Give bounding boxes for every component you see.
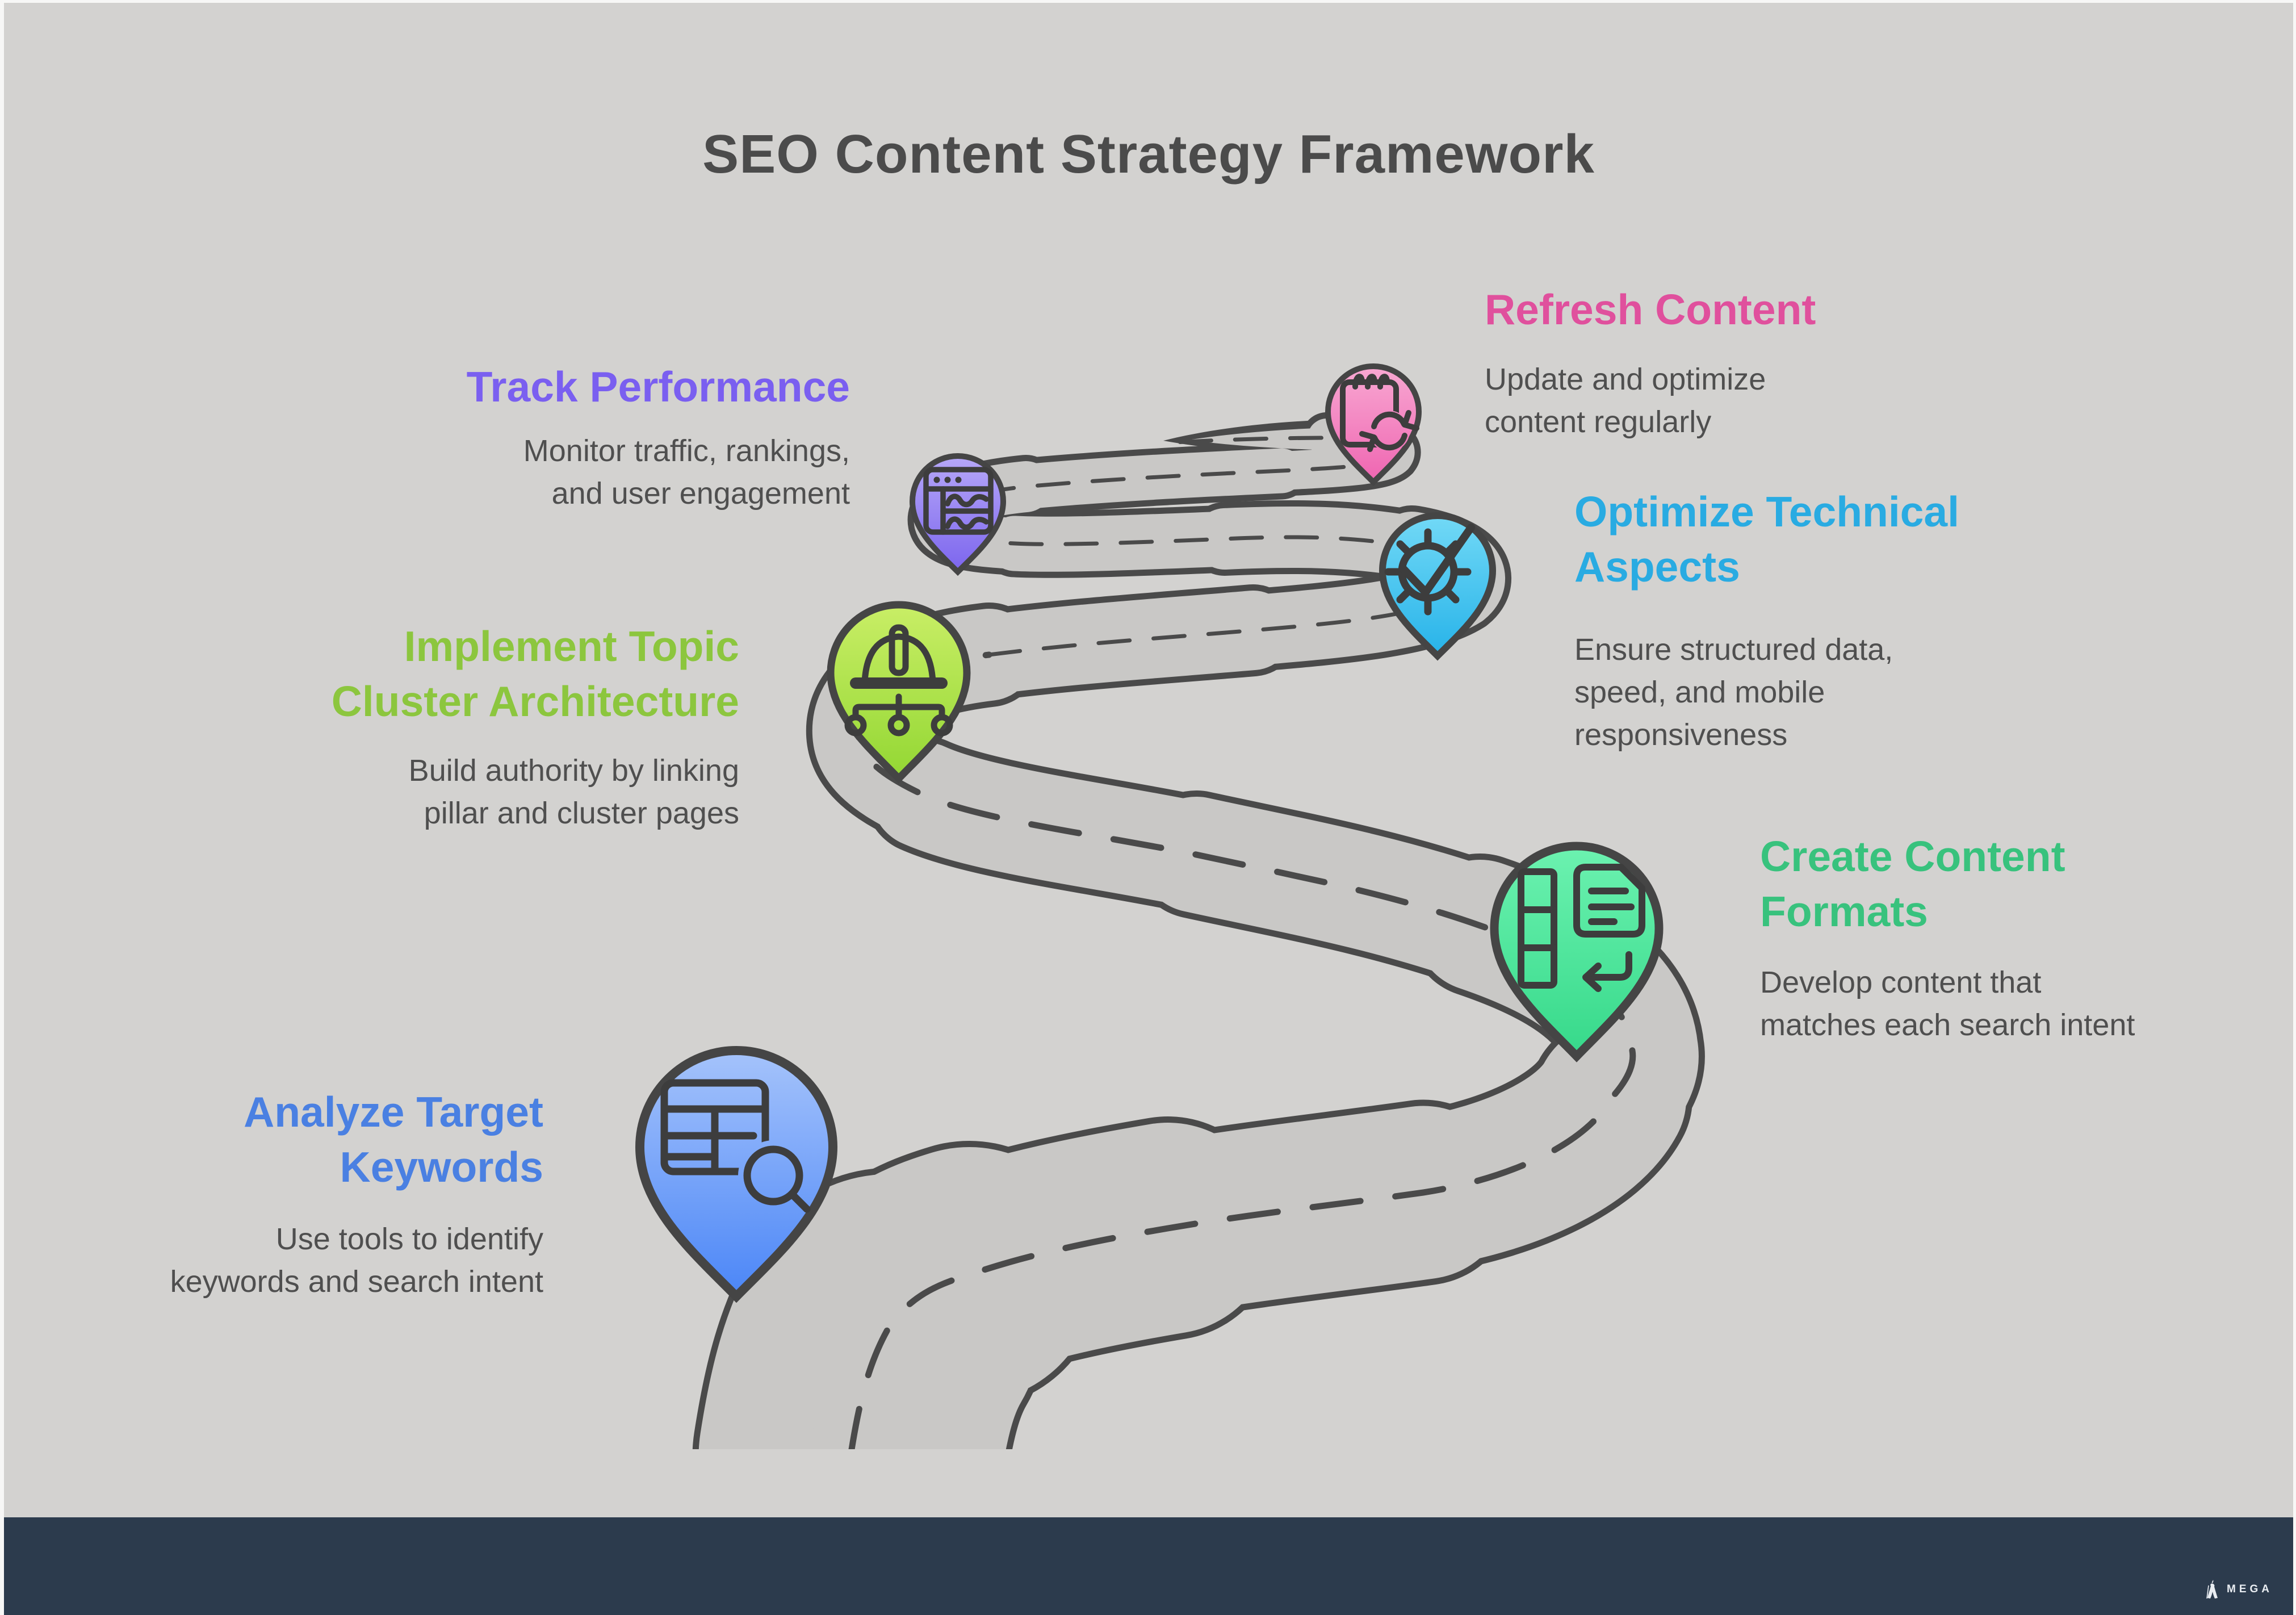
step-desc-track-performance: Monitor traffic, rankings, and user enga…	[367, 430, 850, 515]
pin-create-content-formats	[1490, 842, 1664, 1062]
step-title-analyze-target-keywords: Analyze Target Keywords	[89, 1085, 543, 1195]
desc-line: Develop content that	[1760, 965, 2042, 999]
step-desc-optimize-technical-aspects: Ensure structured data, speed, and mobil…	[1574, 629, 2029, 756]
road-map-graphic	[635, 363, 1705, 1615]
pin-refresh-content	[1325, 363, 1422, 487]
wizard-icon	[2206, 1580, 2218, 1599]
gear-check-icon	[1384, 524, 1475, 616]
pin-implement-topic-cluster	[827, 601, 971, 784]
desc-line: Build authority by linking	[408, 754, 739, 788]
pin-optimize-technical-aspects	[1379, 512, 1497, 661]
desc-line: matches each search intent	[1760, 1008, 2135, 1042]
step-desc-refresh-content: Update and optimize content regularly	[1485, 358, 1939, 444]
pin-analyze-target-keywords	[635, 1046, 838, 1303]
footer-bar: MEGA	[4, 1517, 2293, 1615]
document-column-return-icon	[1518, 864, 1645, 992]
road-base-cut	[651, 1449, 1151, 1518]
title-line: Aspects	[1574, 543, 1740, 591]
pin-track-performance	[909, 453, 1007, 576]
brand-name: MEGA	[2227, 1583, 2273, 1595]
title-line: Refresh Content	[1485, 286, 1816, 333]
step-title-implement-topic-cluster: Implement Topic Cluster Architecture	[254, 619, 739, 729]
title-line: Keywords	[340, 1143, 543, 1191]
page-title: SEO Content Strategy Framework	[702, 124, 1595, 185]
desc-line: Monitor traffic, rankings,	[523, 434, 850, 468]
title-line: Create Content	[1760, 832, 2065, 880]
title-line: Track Performance	[466, 363, 850, 411]
desc-line: content regularly	[1485, 405, 1712, 439]
desc-line: Use tools to identify	[275, 1222, 543, 1256]
step-title-create-content-formats: Create Content Formats	[1760, 829, 2271, 939]
desc-line: Ensure structured data,	[1574, 633, 1893, 667]
title-line: Implement Topic	[404, 622, 739, 670]
desc-line: speed, and mobile	[1574, 675, 1825, 709]
step-desc-create-content-formats: Develop content that matches each search…	[1760, 961, 2271, 1047]
step-title-refresh-content: Refresh Content	[1485, 282, 1939, 337]
step-title-optimize-technical-aspects: Optimize Technical Aspects	[1574, 484, 2029, 595]
title-line: Cluster Architecture	[331, 677, 739, 725]
infographic-canvas: SEO Content Strategy Framework Analyze T…	[4, 3, 2293, 1615]
desc-line: and user engagement	[551, 476, 850, 511]
desc-line: responsiveness	[1574, 718, 1788, 752]
hardhat-hierarchy-icon	[844, 624, 953, 737]
title-line: Optimize Technical	[1574, 488, 1959, 535]
step-desc-implement-topic-cluster: Build authority by linking pillar and cl…	[254, 750, 739, 835]
desc-line: pillar and cluster pages	[424, 796, 739, 830]
title-line: Formats	[1760, 888, 1928, 935]
notepad-refresh-icon	[1340, 374, 1419, 452]
analytics-window-icon	[923, 467, 994, 535]
title-line: Analyze Target	[244, 1088, 543, 1136]
table-magnifier-icon	[660, 1079, 811, 1213]
desc-line: keywords and search intent	[170, 1265, 543, 1299]
desc-line: Update and optimize	[1485, 362, 1766, 396]
step-title-track-performance: Track Performance	[367, 359, 850, 415]
brand-logo: MEGA	[2205, 1580, 2273, 1599]
step-desc-analyze-target-keywords: Use tools to identify keywords and searc…	[61, 1218, 543, 1303]
